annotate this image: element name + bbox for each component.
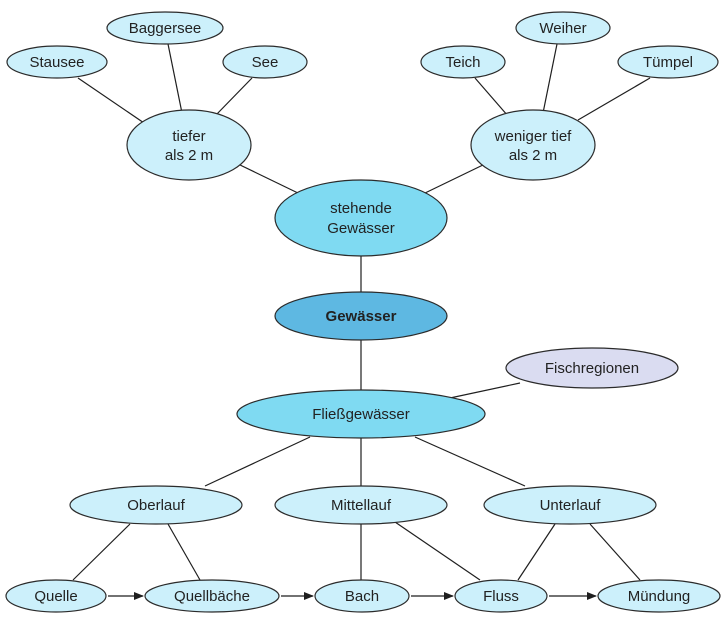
node-shape <box>144 579 280 613</box>
node-mittellauf: Mittellauf <box>274 485 448 525</box>
node-quellbaeche: Quellbäche <box>144 579 280 613</box>
edge-stausee-tiefer <box>77 77 148 126</box>
node-quelle: Quelle <box>5 579 107 613</box>
edge-tuempel-weniger-tief <box>577 77 651 121</box>
node-stehende-gewaesser: stehende Gewässer <box>274 179 448 257</box>
node-label-line2: Gewässer <box>327 220 395 237</box>
node-label: Stausee <box>29 54 84 71</box>
node-label: Teich <box>445 54 480 71</box>
edge-weiher-weniger-tief <box>542 43 558 114</box>
node-bach: Bach <box>314 579 410 613</box>
node-shape <box>597 579 721 613</box>
node-see: See <box>222 45 308 79</box>
node-label: See <box>252 54 279 71</box>
node-shape <box>505 347 679 389</box>
node-shape <box>6 45 108 79</box>
node-fliessgewaesser: Fließgewässer <box>236 389 486 439</box>
node-shape <box>483 485 657 525</box>
node-shape <box>126 109 252 181</box>
edge-fliess-fischregionen <box>449 382 521 399</box>
edge-unterlauf-muendung <box>589 523 641 581</box>
node-fischregionen: Fischregionen <box>505 347 679 389</box>
node-shape <box>420 45 506 79</box>
node-stausee: Stausee <box>6 45 108 79</box>
node-shape <box>617 45 719 79</box>
edge-teich-weniger-tief <box>474 77 509 117</box>
node-label: Fließgewässer <box>312 406 410 423</box>
node-label: Unterlauf <box>540 497 602 514</box>
node-tuempel: Tümpel <box>617 45 719 79</box>
node-label: Baggersee <box>129 20 202 37</box>
node-shape <box>515 11 611 45</box>
node-shape <box>454 579 548 613</box>
node-label-line1: stehende <box>330 200 392 217</box>
node-label: Weiher <box>539 20 586 37</box>
node-label-line2: als 2 m <box>509 147 557 164</box>
node-label: Quellbäche <box>174 588 250 605</box>
node-shape <box>5 579 107 613</box>
node-label: Fluss <box>483 588 519 605</box>
node-shape <box>222 45 308 79</box>
edge-fliess-unterlauf <box>414 436 526 487</box>
node-shape <box>69 485 243 525</box>
edge-oberlauf-quellbaeche <box>167 523 201 581</box>
edge-unterlauf-fluss <box>517 523 556 581</box>
edge-mittellauf-fluss <box>394 521 481 581</box>
node-label: Mittellauf <box>331 497 392 514</box>
node-label: Mündung <box>628 588 691 605</box>
node-baggersee: Baggersee <box>106 11 224 45</box>
node-label: Bach <box>345 588 379 605</box>
node-label: Quelle <box>34 588 77 605</box>
edge-oberlauf-quelle <box>72 523 131 581</box>
edge-tiefer-stehende <box>237 163 301 195</box>
node-tiefer: tiefer als 2 m <box>126 109 252 181</box>
node-shape <box>470 109 596 181</box>
node-shape <box>314 579 410 613</box>
edge-fliess-oberlauf <box>204 436 311 487</box>
node-unterlauf: Unterlauf <box>483 485 657 525</box>
edge-baggersee-tiefer <box>167 43 183 114</box>
node-label-line2: als 2 m <box>165 147 213 164</box>
node-oberlauf: Oberlauf <box>69 485 243 525</box>
node-weniger-tief: weniger tief als 2 m <box>470 109 596 181</box>
node-teich: Teich <box>420 45 506 79</box>
node-label-line1: weniger tief <box>494 128 573 145</box>
node-shape <box>274 291 448 341</box>
connectors <box>72 43 651 581</box>
node-weiher: Weiher <box>515 11 611 45</box>
node-muendung: Mündung <box>597 579 721 613</box>
node-shape <box>274 485 448 525</box>
node-shape <box>236 389 486 439</box>
edge-weniger-tief-stehende <box>422 163 486 195</box>
node-shape <box>106 11 224 45</box>
node-shape <box>274 179 448 257</box>
node-label: Gewässer <box>326 308 397 325</box>
edge-see-tiefer <box>214 77 253 117</box>
node-label: Oberlauf <box>127 497 185 514</box>
node-gewaesser: Gewässer <box>274 291 448 341</box>
node-label: Tümpel <box>643 54 693 71</box>
node-label: Fischregionen <box>545 360 639 377</box>
node-label-line1: tiefer <box>172 128 205 145</box>
node-fluss: Fluss <box>454 579 548 613</box>
